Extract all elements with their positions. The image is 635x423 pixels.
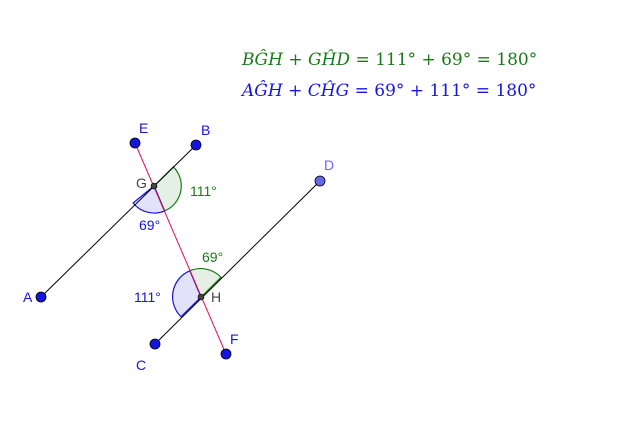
point-b[interactable] <box>190 139 202 151</box>
eq-var: Ĥ <box>321 50 337 70</box>
eq-var: G <box>307 50 322 70</box>
angle-label-bgh: 111° <box>190 183 217 199</box>
label-b: B <box>201 122 211 138</box>
angle-chg-sector <box>171 270 202 318</box>
eq-var: A <box>242 81 255 101</box>
point-h[interactable] <box>197 293 205 301</box>
point-c[interactable] <box>149 338 161 350</box>
line-ab[interactable] <box>40 144 197 298</box>
label-d: D <box>324 157 335 173</box>
eq-var: H <box>267 81 283 101</box>
eq-var: B <box>242 50 255 70</box>
label-g: G <box>136 175 147 191</box>
point-e[interactable] <box>129 137 141 149</box>
equation-green: BĜH + GĤD = 111° + 69° = 180° <box>242 50 537 70</box>
equation-blue: AĜH + CĤG = 69° + 111° = 180° <box>242 81 536 101</box>
eq-var: C <box>307 81 321 101</box>
label-c: C <box>136 357 147 373</box>
point-d[interactable] <box>314 175 326 187</box>
point-g[interactable] <box>150 182 158 190</box>
label-a: A <box>23 289 33 305</box>
eq-var: Ĝ <box>254 81 268 101</box>
line-cd[interactable] <box>154 180 321 345</box>
eq-var: G <box>335 81 350 101</box>
eq-var: D <box>336 50 351 70</box>
eq-var: H <box>268 50 283 70</box>
eq-op: + <box>282 50 308 70</box>
eq-values: = 111° + 69° = 180° <box>350 50 538 70</box>
eq-var: Ĝ <box>254 50 269 70</box>
angle-bgh-sector <box>153 166 182 212</box>
label-h: H <box>211 289 222 305</box>
eq-op: + <box>282 81 308 101</box>
label-f: F <box>230 331 239 347</box>
point-f[interactable] <box>220 348 232 360</box>
angle-label-chg: 111° <box>134 289 161 305</box>
label-e: E <box>139 120 149 136</box>
eq-values: = 69° + 111° = 180° <box>349 81 537 101</box>
angle-label-ghd: 69° <box>202 249 224 265</box>
point-a[interactable] <box>35 291 47 303</box>
eq-var: Ĥ <box>320 81 336 101</box>
angle-label-agh: 69° <box>139 217 161 233</box>
transversal-ef[interactable] <box>134 142 227 355</box>
